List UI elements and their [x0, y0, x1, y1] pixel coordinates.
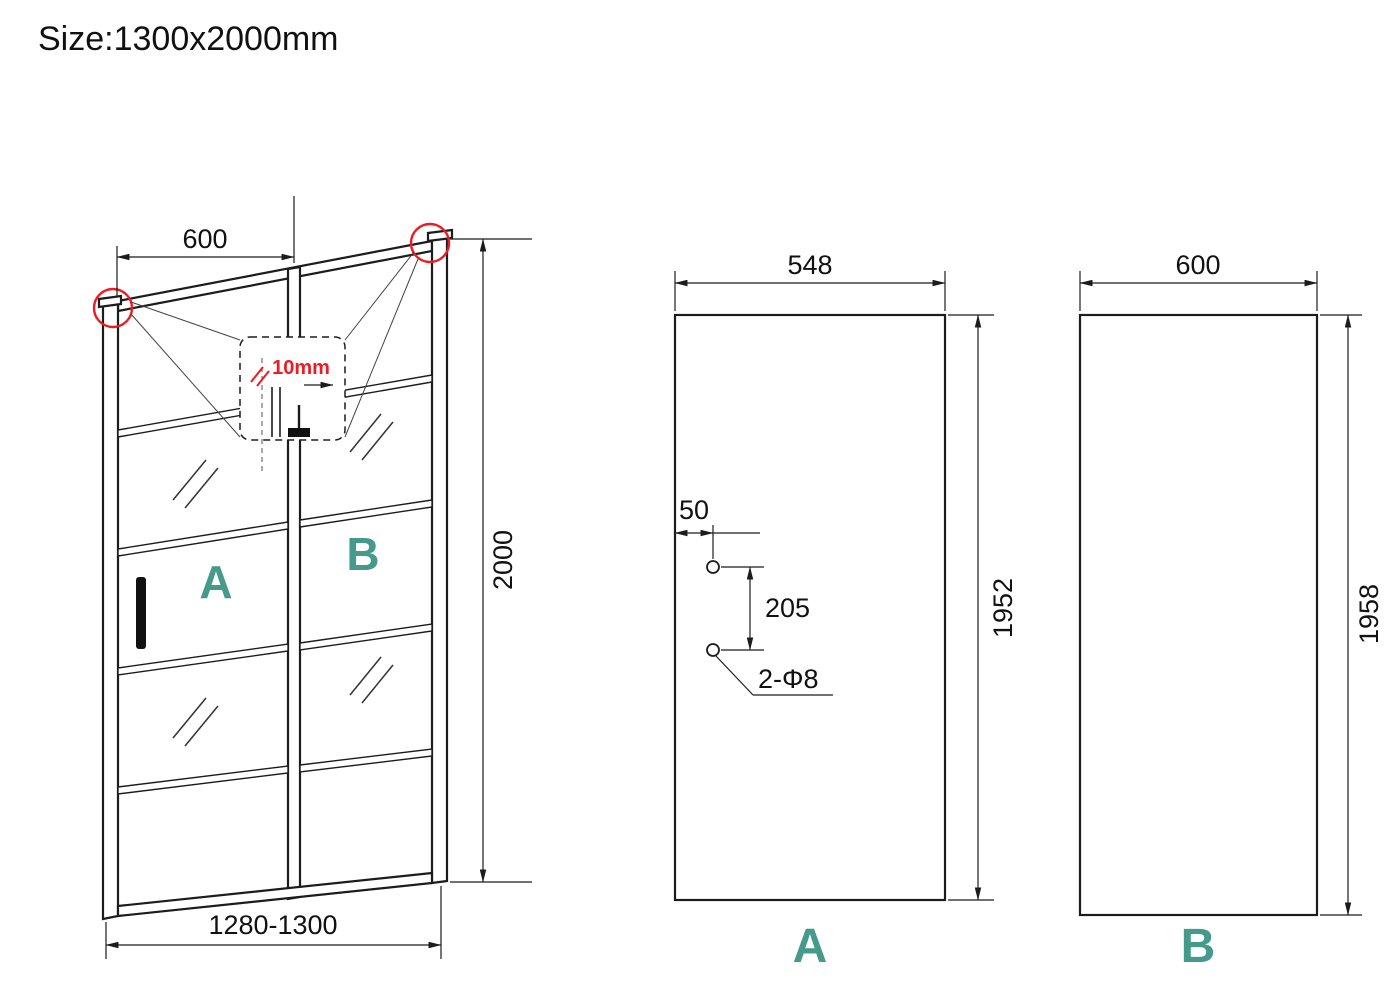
panel-a-height-value: 1952: [988, 578, 1018, 638]
dim-hole-spacing-value: 205: [765, 593, 810, 623]
dim-height: 2000: [450, 238, 532, 883]
panel-a-width-value: 548: [787, 250, 832, 280]
mounting-hole-lower: [706, 643, 720, 657]
door-frame: [97, 228, 454, 921]
dim-top-width-value: 600: [182, 224, 227, 254]
dim-hole-offset-value: 50: [679, 495, 709, 525]
glass-slats-door-a: [117, 399, 289, 795]
callout-box: [239, 336, 346, 441]
panel-b-dim-height: 1958: [1320, 314, 1384, 916]
dim-bottom-width-value: 1280-1300: [208, 910, 337, 940]
panel-b-outline: [1078, 313, 1319, 917]
assembly-view: A B 10mm: [92, 196, 532, 959]
mounting-hole-upper: [706, 560, 720, 574]
frame-right-stile: [430, 235, 449, 885]
panel-b-height-value: 1958: [1354, 584, 1384, 644]
panel-a-outline: [673, 313, 947, 902]
door-handle: [136, 577, 146, 649]
glass-thickness-callout: 10mm: [239, 336, 346, 472]
callout-leader-lines: [130, 251, 419, 438]
panel-b-view: 600 1958 B: [1078, 250, 1384, 973]
holes-diameter-value: 2-Φ8: [758, 664, 819, 694]
dim-hole-offset: 50: [674, 495, 760, 559]
frame-top-rail: [116, 239, 434, 313]
panel-b-letter: B: [346, 528, 379, 580]
corner-highlight-circle-right: [409, 222, 451, 264]
holes-diameter-callout: 2-Φ8: [715, 655, 833, 696]
panel-a-title: A: [793, 920, 828, 973]
dim-height-value: 2000: [488, 530, 518, 590]
door-a-letter: A: [199, 556, 232, 608]
profile-sketch: [271, 381, 334, 437]
frame-corner-cap-left: [97, 294, 123, 309]
glass-reflection-marks: [172, 413, 394, 747]
panel-a-view: 548 1952 50 205 2-Φ: [673, 250, 1018, 973]
dim-bottom-width: 1280-1300: [105, 886, 442, 959]
dim-top-width: 600: [116, 196, 295, 297]
corner-highlight-circle-left: [92, 287, 134, 329]
frame-bottom-rail: [116, 871, 434, 918]
panel-b-width-value: 600: [1175, 250, 1220, 280]
thickness-tick-marks: [250, 366, 270, 387]
dim-hole-spacing: 205: [721, 566, 810, 651]
frame-left-stile: [101, 299, 120, 921]
panel-a-dim-height: 1952: [948, 314, 1018, 901]
panel-b-title: B: [1181, 920, 1216, 973]
panel-b-dim-width: 600: [1079, 250, 1318, 311]
page-title: Size:1300x2000mm: [38, 20, 339, 58]
glass-thickness-label: 10mm: [272, 357, 330, 379]
panel-a-dim-width: 548: [674, 250, 946, 311]
